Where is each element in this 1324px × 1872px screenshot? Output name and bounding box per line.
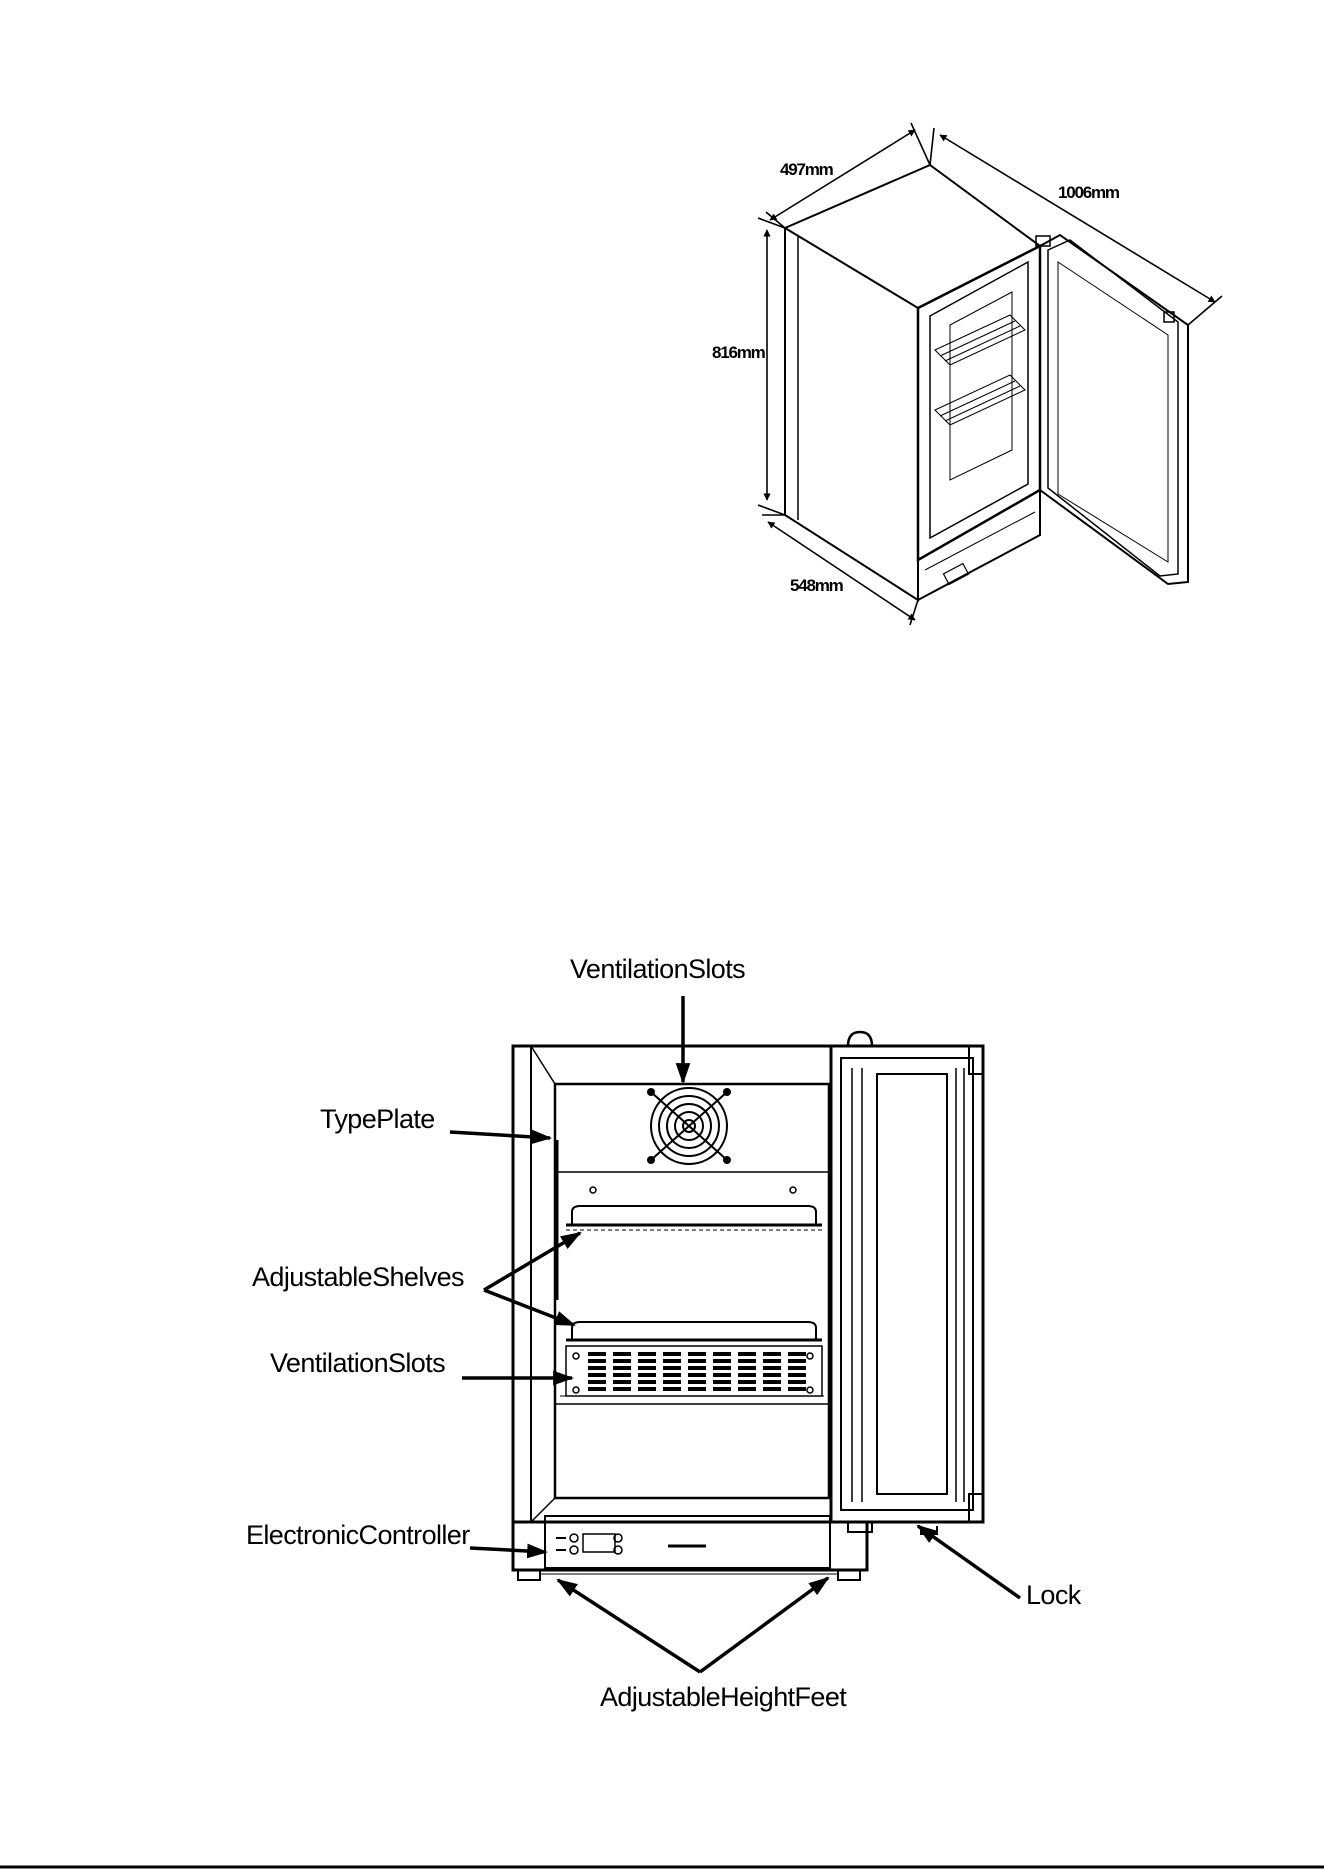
vent-slot [613, 1359, 631, 1363]
vent-slot [763, 1387, 781, 1391]
vent-slot [613, 1352, 631, 1356]
vent-slot [638, 1373, 656, 1377]
vent-slot [713, 1387, 731, 1391]
vent-slot [688, 1373, 706, 1377]
label-electronic-controller: ElectronicController [246, 1520, 470, 1550]
vent-slot [738, 1352, 756, 1356]
dimension-depth-label: 497mm [780, 160, 834, 179]
label-ventilation-slots-top: VentilationSlots [570, 954, 745, 984]
fan-grille [648, 1088, 730, 1164]
vent-slot [713, 1380, 731, 1384]
dimension-door-open-width-label: 1006mm [1058, 183, 1120, 202]
vent-slot [788, 1366, 806, 1370]
dimension-width-label: 548mm [790, 576, 844, 595]
vent-slot [738, 1359, 756, 1363]
front-shelf-lower [566, 1322, 822, 1340]
vent-slot [738, 1380, 756, 1384]
vent-slot [638, 1387, 656, 1391]
vent-slot [663, 1359, 681, 1363]
vent-slot [613, 1373, 631, 1377]
vent-slot [663, 1387, 681, 1391]
vent-slot [763, 1352, 781, 1356]
vent-slot [613, 1387, 631, 1391]
vent-slot [788, 1352, 806, 1356]
vent-slot [638, 1380, 656, 1384]
vent-slot [613, 1380, 631, 1384]
vent-slot [763, 1373, 781, 1377]
vent-slot [588, 1373, 606, 1377]
vent-slot [713, 1373, 731, 1377]
vent-slot [713, 1366, 731, 1370]
label-type-plate: TypePlate [320, 1104, 435, 1134]
vent-slot [688, 1352, 706, 1356]
vent-slot [688, 1380, 706, 1384]
vent-slot [788, 1387, 806, 1391]
vent-slot [663, 1373, 681, 1377]
vent-slot [738, 1366, 756, 1370]
vent-screw [807, 1353, 813, 1359]
label-adjustable-shelves: AdjustableShelves [252, 1262, 464, 1292]
vent-slot [663, 1366, 681, 1370]
vent-slot [763, 1366, 781, 1370]
vent-slot [613, 1366, 631, 1370]
isometric-fridge-drawing [785, 165, 1188, 600]
vent-slot [588, 1380, 606, 1384]
vent-slot [588, 1366, 606, 1370]
vent-slot [688, 1366, 706, 1370]
front-shelf-upper [566, 1206, 822, 1230]
vent-slot [738, 1373, 756, 1377]
front-view-fridge-drawing [513, 1032, 983, 1580]
vent-slot [713, 1352, 731, 1356]
vent-screw [807, 1387, 813, 1393]
vent-slot [763, 1380, 781, 1384]
vent-slot [663, 1352, 681, 1356]
label-adjustable-height-feet: AdjustableHeightFeet [600, 1682, 847, 1712]
vent-slot [688, 1359, 706, 1363]
vent-slot [738, 1387, 756, 1391]
vent-slot [713, 1359, 731, 1363]
label-lock: Lock [1026, 1580, 1082, 1610]
vent-slot [788, 1359, 806, 1363]
vent-slot [788, 1380, 806, 1384]
label-ventilation-slots-bottom: VentilationSlots [270, 1348, 445, 1378]
dimension-lines [758, 123, 1222, 625]
vent-slot [688, 1387, 706, 1391]
vent-slot [638, 1359, 656, 1363]
vent-screw [573, 1387, 579, 1393]
vent-slot [588, 1359, 606, 1363]
vent-slot [638, 1366, 656, 1370]
dimension-height-label: 816mm [712, 343, 766, 362]
vent-slot [638, 1352, 656, 1356]
ventilation-slot-grid [573, 1352, 813, 1393]
vent-screw [573, 1353, 579, 1359]
vent-slot [588, 1387, 606, 1391]
vent-slot [588, 1352, 606, 1356]
vent-slot [763, 1359, 781, 1363]
vent-slot [663, 1380, 681, 1384]
vent-slot [788, 1373, 806, 1377]
